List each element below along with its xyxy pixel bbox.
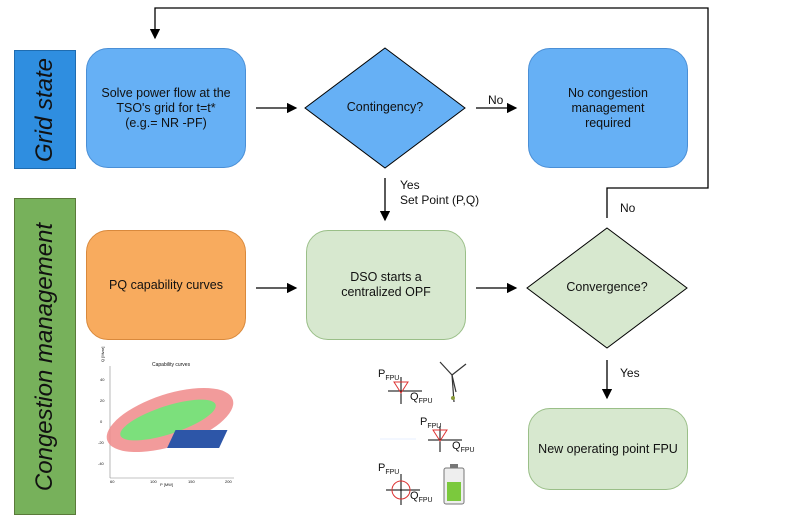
pq-capability-text: PQ capability curves xyxy=(109,277,223,292)
no-congestion-text: No congestion management required xyxy=(568,85,648,130)
pq-capability-box: PQ capability curves xyxy=(86,230,246,340)
mini-ytick-3: 0 xyxy=(100,419,103,424)
contingency-text: Contingency? xyxy=(346,100,424,114)
contingency-diamond xyxy=(304,47,466,169)
q-fpu-label-2: QFPU xyxy=(452,440,475,455)
mini-xtick-1: 60 xyxy=(110,479,115,484)
yes-label-2: Yes xyxy=(620,366,640,380)
new-operating-point-box: New operating point FPU xyxy=(528,408,688,490)
capability-green-cloud xyxy=(120,399,216,441)
capability-chart-thumbnail xyxy=(96,360,238,488)
set-point-label: Set Point (P,Q) xyxy=(400,193,480,207)
mini-ytick-1: 40 xyxy=(100,377,105,382)
no-label-2: No xyxy=(620,201,636,215)
mini-ytick-5: -40 xyxy=(98,461,104,466)
pq-axis-icon-1 xyxy=(388,377,422,404)
solve-power-flow-text: Solve power flow at the TSO's grid for t… xyxy=(101,85,231,130)
pv-solar-panel-icon xyxy=(167,430,416,448)
solve-power-flow-box: Solve power flow at the TSO's grid for t… xyxy=(86,48,246,168)
mini-ytick-4: -20 xyxy=(98,440,104,445)
dso-opf-text: DSO starts a centralized OPF xyxy=(341,270,431,299)
wind-turbine-icon xyxy=(439,361,467,403)
p-fpu-label-1: PFPU xyxy=(378,368,400,383)
mini-ytick-2: 20 xyxy=(100,398,105,403)
pq-axis-icon-2 xyxy=(428,426,462,452)
q-fpu-label-3: QFPU xyxy=(410,490,433,505)
q-fpu-label-1: QFPU xyxy=(410,391,433,406)
convergence-text: Convergence? xyxy=(566,280,648,294)
convergence-diamond xyxy=(526,227,688,349)
no-label-1: No xyxy=(488,93,504,107)
grid-state-band: Grid state xyxy=(14,50,76,169)
yes-label-1: Yes xyxy=(400,178,420,192)
mini-xtick-4: 200 xyxy=(225,479,232,484)
battery-icon xyxy=(443,464,465,505)
new-operating-point-text: New operating point FPU xyxy=(538,441,678,456)
mini-chart-ylabel: Q [Mvar] xyxy=(100,346,105,362)
arrow-convergence-loop-back xyxy=(149,7,709,218)
pq-axis-icon-3 xyxy=(386,474,420,505)
p-fpu-label-2: PFPU xyxy=(420,416,442,431)
congestion-management-band: Congestion management xyxy=(14,198,76,515)
mini-xtick-2: 100 xyxy=(150,479,157,484)
dso-opf-box: DSO starts a centralized OPF xyxy=(306,230,466,340)
mini-xtick-3: 150 xyxy=(188,479,195,484)
p-fpu-label-3: PFPU xyxy=(378,462,400,477)
mini-chart-title: Capability curves xyxy=(152,362,191,368)
mini-chart-xlabel: P [MW] xyxy=(160,482,174,487)
no-congestion-box: No congestion management required xyxy=(528,48,688,168)
